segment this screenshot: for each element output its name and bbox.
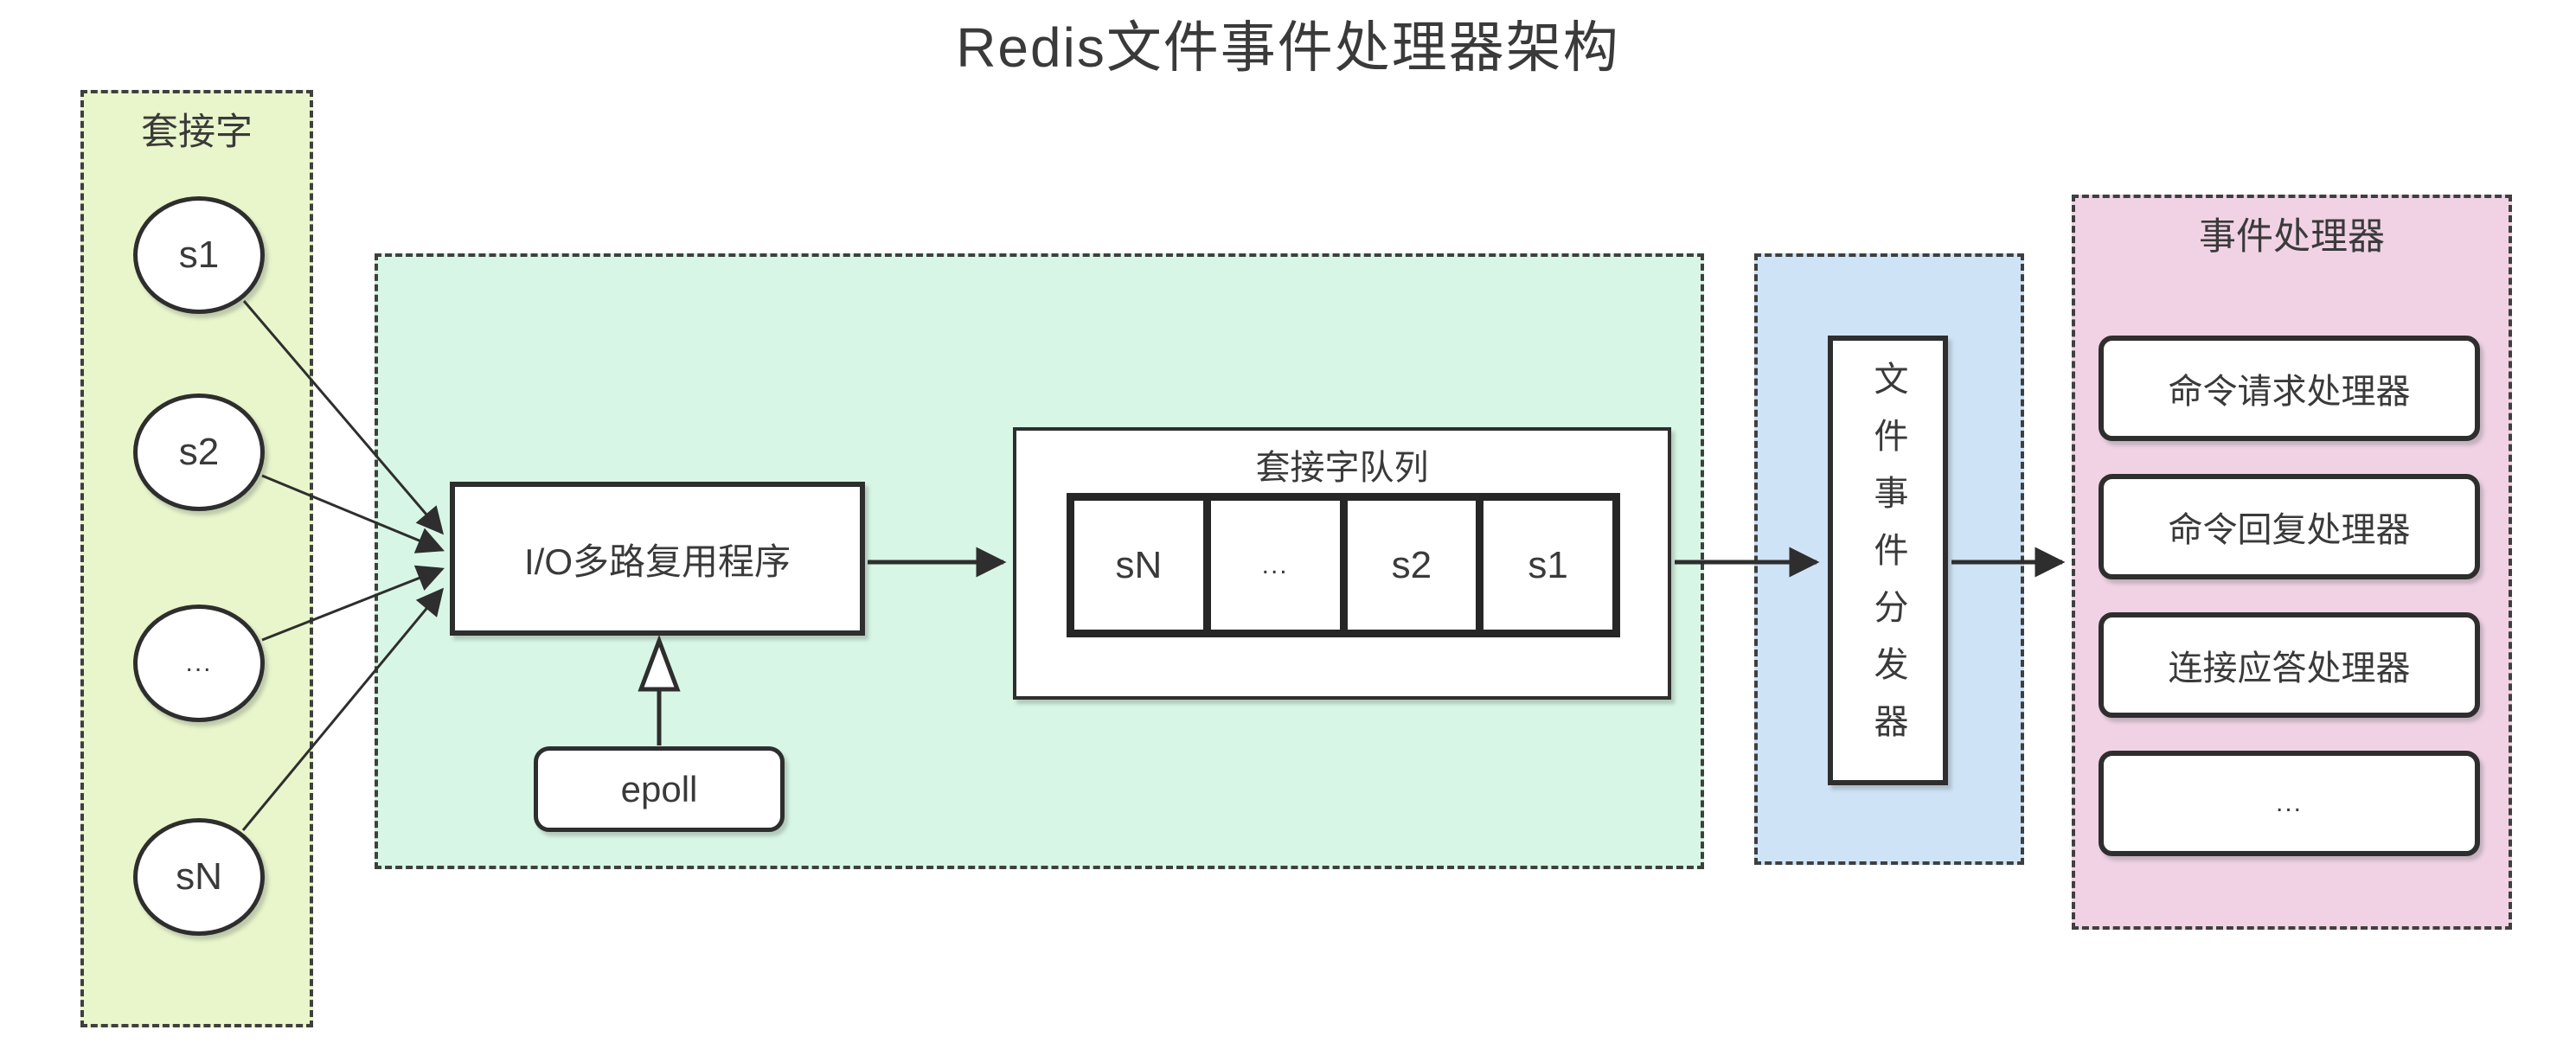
event-handlers-title: 事件处理器	[2199, 216, 2385, 258]
socket-queue-cells: sN ... s2 s1	[1067, 493, 1620, 637]
socket-queue-title: 套接字队列	[1255, 449, 1429, 487]
queue-cell-sN: sN	[1067, 493, 1211, 637]
socket-node-sN: sN	[133, 818, 265, 936]
handler-box-ellipsis: ...	[2099, 751, 2480, 856]
handler-box-command-reply: 命令回复处理器	[2099, 474, 2480, 579]
sockets-group-label: 套接字	[141, 112, 253, 153]
file-event-dispatcher-box: 文件事件分发器	[1828, 336, 1948, 785]
socket-node-s1: s1	[133, 196, 265, 314]
queue-cell-s2: s2	[1339, 493, 1484, 637]
file-event-dispatcher-label: 文件事件分发器	[1868, 361, 1907, 760]
handler-box-connection-accept: 连接应答处理器	[2099, 612, 2480, 718]
queue-cell-s1: s1	[1476, 493, 1620, 637]
page-title: Redis文件事件处理器架构	[956, 16, 1620, 79]
queue-cell-ellipsis: ...	[1202, 493, 1348, 637]
socket-node-ellipsis: ...	[133, 605, 265, 722]
io-multiplexer-box: I/O多路复用程序	[450, 482, 865, 636]
handler-box-command-request: 命令请求处理器	[2099, 336, 2480, 441]
socket-node-s2: s2	[133, 393, 265, 511]
socket-queue-box: 套接字队列 sN ... s2 s1	[1013, 427, 1671, 700]
epoll-box: epoll	[534, 746, 785, 832]
